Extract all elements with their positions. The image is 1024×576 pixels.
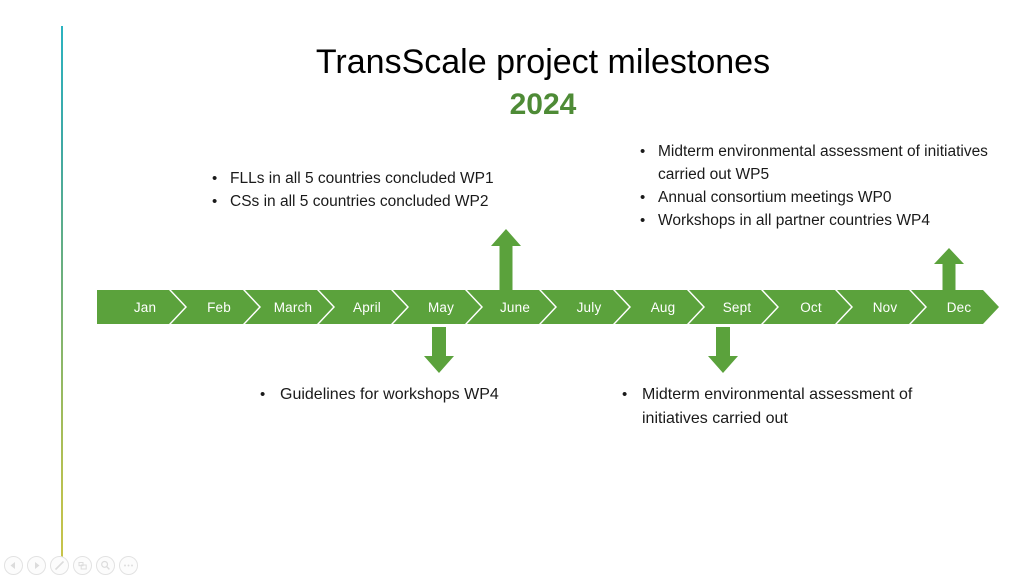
page-title: TransScale project milestones xyxy=(315,43,771,81)
callout-arrow-up-dec xyxy=(933,248,965,293)
accent-gradient-line xyxy=(61,26,63,566)
list-item: • Midterm environmental assessment of in… xyxy=(622,383,962,431)
timeline-month-label: Oct xyxy=(800,299,822,315)
timeline-month-jan[interactable]: Jan xyxy=(97,290,185,324)
callout-bottom-left: • Guidelines for workshops WP4 xyxy=(260,383,560,407)
slide-overview-button[interactable] xyxy=(73,556,92,575)
ellipsis-icon xyxy=(123,563,134,568)
list-item-label: FLLs in all 5 countries concluded WP1 xyxy=(230,170,494,187)
list-item: • Midterm environmental assessment of in… xyxy=(640,140,992,186)
timeline-month-label: March xyxy=(273,299,313,315)
bullet-glyph: • xyxy=(640,212,646,229)
timeline-track: Jan Feb March April May June July Aug Se… xyxy=(97,290,990,324)
bullet-glyph: • xyxy=(640,143,646,160)
timeline-month-label: April xyxy=(352,299,381,315)
timeline-month-label: May xyxy=(427,299,455,315)
title-year: 2024 xyxy=(509,88,577,121)
timeline-month-label: Feb xyxy=(207,299,231,315)
bullet-glyph: • xyxy=(260,386,266,403)
list-item-label: Midterm environmental assessment of init… xyxy=(658,143,988,183)
timeline-month-label: Dec xyxy=(946,299,972,315)
list-item-label: Workshops in all partner countries WP4 xyxy=(658,212,930,229)
timeline-month-label: June xyxy=(499,299,531,315)
list-item: • Annual consortium meetings WP0 xyxy=(640,186,992,209)
list-item-label: Midterm environmental assessment of init… xyxy=(642,386,913,427)
callout-bottom-right: • Midterm environmental assessment of in… xyxy=(622,383,962,431)
bullet-glyph: • xyxy=(212,193,218,210)
previous-slide-button[interactable] xyxy=(4,556,23,575)
title-block: TransScale project milestones 2024 xyxy=(62,40,1024,124)
list-item: • Guidelines for workshops WP4 xyxy=(260,383,560,407)
list-item: • FLLs in all 5 countries concluded WP1 xyxy=(212,167,552,190)
bullet-glyph: • xyxy=(622,386,628,403)
grid-icon xyxy=(78,561,88,571)
magnifier-icon xyxy=(100,560,111,571)
timeline-month-label: Aug xyxy=(650,299,676,315)
pen-icon xyxy=(54,560,65,571)
bullet-glyph: • xyxy=(640,189,646,206)
callout-arrow-down-sept xyxy=(708,327,738,373)
more-options-button[interactable] xyxy=(119,556,138,575)
slideshow-toolbar xyxy=(4,556,138,575)
pen-tool-button[interactable] xyxy=(50,556,69,575)
play-icon xyxy=(32,561,41,570)
next-slide-button[interactable] xyxy=(27,556,46,575)
callout-arrow-down-may xyxy=(424,327,454,373)
list-item: • CSs in all 5 countries concluded WP2 xyxy=(212,190,552,213)
list-item: • Workshops in all partner countries WP4 xyxy=(640,209,992,232)
zoom-tool-button[interactable] xyxy=(96,556,115,575)
list-item-label: Annual consortium meetings WP0 xyxy=(658,189,892,206)
bullet-glyph: • xyxy=(212,170,218,187)
callout-arrow-up-june xyxy=(490,229,522,293)
list-item-label: Guidelines for workshops WP4 xyxy=(280,386,499,403)
timeline-month-label: July xyxy=(576,299,602,315)
timeline-month-label: Sept xyxy=(722,299,752,315)
callout-top-left: • FLLs in all 5 countries concluded WP1 … xyxy=(212,167,552,213)
chevron-left-icon xyxy=(9,561,18,570)
timeline-month-label: Nov xyxy=(872,299,898,315)
list-item-label: CSs in all 5 countries concluded WP2 xyxy=(230,193,489,210)
timeline-month-label: Jan xyxy=(133,299,157,315)
callout-top-right: • Midterm environmental assessment of in… xyxy=(640,140,992,232)
